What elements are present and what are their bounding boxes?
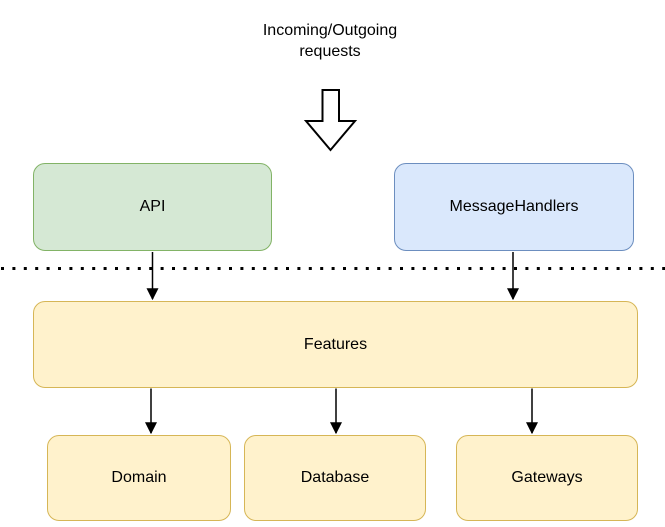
node-api-label: API: [139, 198, 166, 215]
incoming-requests-block-arrow-icon: [303, 89, 358, 152]
diagram-title: Incoming/Outgoing requests: [262, 22, 398, 60]
node-gateways-label: Gateways: [511, 469, 583, 486]
node-message-handlers: MessageHandlers: [394, 163, 634, 251]
node-message-handlers-label: MessageHandlers: [449, 198, 579, 215]
node-database-label: Database: [300, 469, 370, 486]
node-api: API: [33, 163, 272, 251]
node-domain: Domain: [47, 435, 231, 521]
node-domain-label: Domain: [111, 469, 167, 486]
node-gateways: Gateways: [456, 435, 638, 521]
node-features-label: Features: [303, 335, 368, 353]
node-database: Database: [244, 435, 426, 521]
node-features: Features: [33, 301, 638, 388]
